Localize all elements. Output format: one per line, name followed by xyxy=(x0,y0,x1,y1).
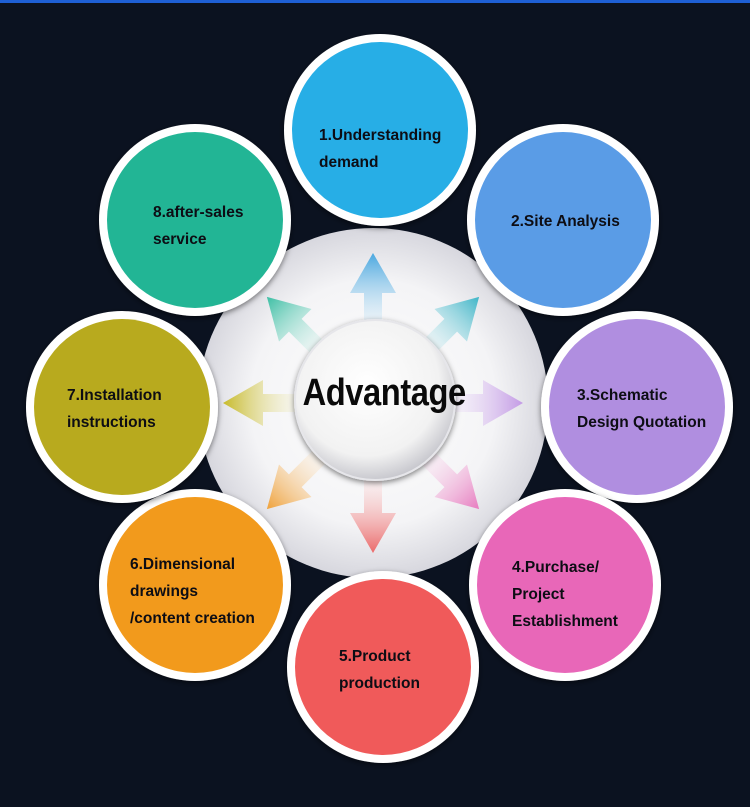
step-4-label: 4.Purchase/ Project Establishment xyxy=(512,559,618,630)
core-circle xyxy=(294,319,456,481)
step-1-label: 1.Understanding demand xyxy=(319,127,442,171)
step-8-circle xyxy=(99,124,291,316)
step-3-label: 3.Schematic Design Quotation xyxy=(577,387,707,431)
step-1-circle xyxy=(284,34,476,226)
step-7-circle xyxy=(26,311,218,503)
step-8-label: 8.after-sales service xyxy=(153,204,244,248)
step-5-label: 5.Product production xyxy=(339,648,420,692)
top-accent-bar xyxy=(0,0,750,3)
step-5-circle xyxy=(287,571,479,763)
step-6-circle xyxy=(99,489,291,681)
step-4-circle xyxy=(469,489,661,681)
steps-group xyxy=(26,34,733,763)
step-7-label: 7.Installation instructions xyxy=(67,387,162,431)
step-3-circle xyxy=(541,311,733,503)
center-label: Advantage xyxy=(302,372,467,414)
step-2-circle xyxy=(467,124,659,316)
step-2-label: 2.Site Analysis xyxy=(511,213,620,230)
step-6-label: 6.Dimensional drawings /content creation xyxy=(130,556,255,627)
